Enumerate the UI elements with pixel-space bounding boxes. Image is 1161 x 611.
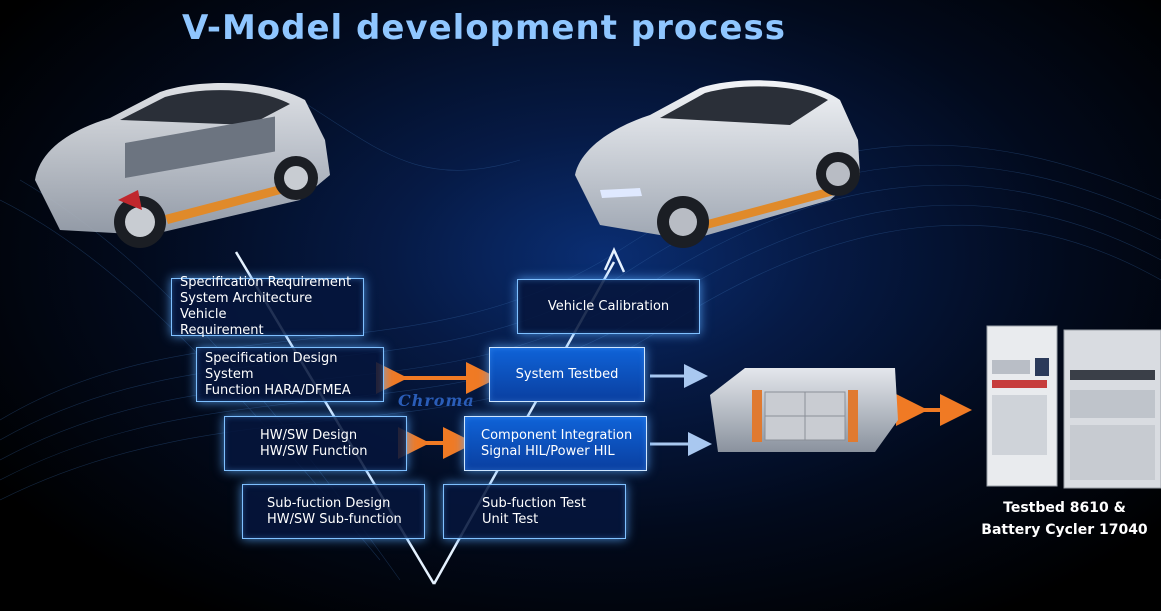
system-testbed-box: System Testbed [489,347,645,402]
page-title: V-Model development process [182,8,786,48]
brand-watermark: Chroma [398,391,475,410]
suv-car-image [575,80,860,248]
spec-requirement-box: Specification Requirement System Archite… [171,275,364,338]
v-arrow-head-icon [603,246,626,273]
spec-design-box: Specification Design System Function HAR… [196,347,384,402]
vehicle-calibration-box: Vehicle Calibration [517,279,700,334]
battery-pack-image [710,368,898,452]
test-equipment-image [986,325,1161,489]
component-integration-box: Component Integration Signal HIL/Power H… [464,416,647,471]
orange-arrows [376,362,972,459]
hw-sw-design-box: HW/SW Design HW/SW Function [224,416,407,471]
blue-arrows [650,364,712,456]
cutaway-car-image [35,82,330,248]
subfunction-design-box: Sub-fuction Design HW/SW Sub-function [242,484,425,539]
equipment-caption: Testbed 8610 & Battery Cycler 17040 [981,500,1148,538]
subfunction-test-box: Sub-fuction Test Unit Test [443,484,626,539]
